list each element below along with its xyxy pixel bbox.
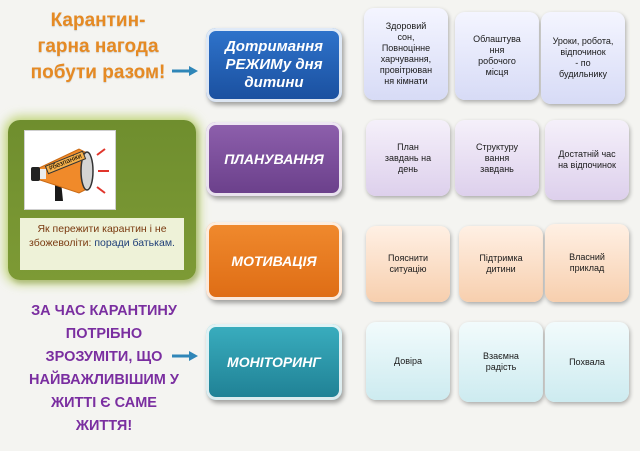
row-item: Підтримка дитини [459, 226, 543, 302]
row-main-motivation: МОТИВАЦІЯ [206, 222, 342, 300]
row-item: Пояснити ситуацію [366, 226, 450, 302]
row-main-label: МОТИВАЦІЯ [231, 253, 317, 269]
closing-message: ЗА ЧАС КАРАНТИНУ ПОТРІБНО ЗРОЗУМІТИ, ЩО … [29, 303, 179, 434]
row-item: Довіра [366, 322, 450, 400]
row-main-label: Дотримання РЕЖИМу дня дитини [224, 38, 324, 91]
row-main-regime: Дотримання РЕЖИМу дня дитини [206, 28, 342, 102]
row-main-label: МОНІТОРИНГ [227, 354, 321, 370]
row-item: Похвала [545, 322, 629, 402]
arrow-right-icon [172, 351, 198, 361]
tips-card: #безпаніки Як пережити карантин і не збо… [8, 120, 196, 280]
megaphone-icon [31, 148, 109, 201]
row-item: Достатній час на відпочинок [545, 120, 629, 200]
title: Карантин- гарна нагода побути разом! [30, 10, 166, 83]
row-item: Структуру вання завдань [455, 120, 539, 196]
row-item: План завдань на день [366, 120, 450, 196]
card-caption: Як пережити карантин і не збожеволіти: п… [20, 218, 184, 270]
caption-line-1: Як пережити карантин і не збожеволіти: [29, 223, 167, 249]
arrow-right-icon [172, 66, 198, 76]
row-item: Взаємна радість [459, 322, 543, 402]
row-item: Здоровий сон, Повноцінне харчування, про… [364, 8, 448, 100]
caption-line-2: поради батькам. [94, 237, 175, 249]
row-main-monitoring: МОНІТОРИНГ [206, 324, 342, 400]
row-item: Власний приклад [545, 224, 629, 302]
row-item: Уроки, робота, відпочинок - по будильник… [541, 12, 625, 104]
row-main-planning: ПЛАНУВАННЯ [206, 122, 342, 196]
row-item: Облаштува ння робочого місця [455, 12, 539, 100]
row-main-label: ПЛАНУВАННЯ [224, 151, 324, 167]
megaphone-image: #безпаніки [24, 130, 116, 210]
